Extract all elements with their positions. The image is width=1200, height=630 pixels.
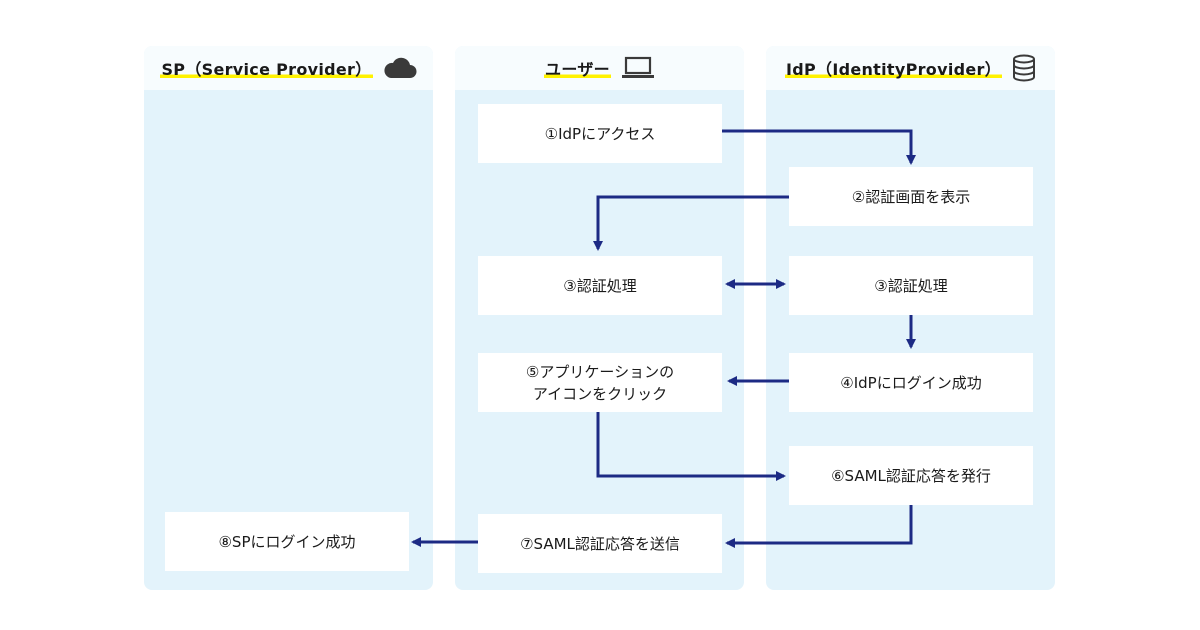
step-1-idp-access: ①IdPにアクセス [478, 104, 722, 163]
user-column-title: ユーザー [544, 56, 611, 80]
step-4-idp-login-success: ④IdPにログイン成功 [789, 353, 1033, 412]
sp-column: SP（Service Provider） [144, 46, 433, 590]
cloud-icon [383, 57, 417, 79]
step-2-show-auth-screen: ②認証画面を表示 [789, 167, 1033, 226]
step-3-user-auth: ③認証処理 [478, 256, 722, 315]
laptop-icon [621, 56, 655, 80]
step-3-idp-auth: ③認証処理 [789, 256, 1033, 315]
step-7-send-saml-response: ⑦SAML認証応答を送信 [478, 514, 722, 573]
idp-column-title: IdP（IdentityProvider） [784, 56, 1002, 80]
sp-column-header: SP（Service Provider） [144, 46, 433, 90]
step-5-click-app-icon: ⑤アプリケーションの アイコンをクリック [478, 353, 722, 412]
step-6-issue-saml-response: ⑥SAML認証応答を発行 [789, 446, 1033, 505]
database-icon [1012, 54, 1036, 82]
user-column-header: ユーザー [455, 46, 744, 90]
idp-column: IdP（IdentityProvider） [766, 46, 1055, 590]
sp-column-title: SP（Service Provider） [160, 56, 373, 80]
step-8-sp-login-success: ⑧SPにログイン成功 [165, 512, 409, 571]
idp-column-header: IdP（IdentityProvider） [766, 46, 1055, 90]
